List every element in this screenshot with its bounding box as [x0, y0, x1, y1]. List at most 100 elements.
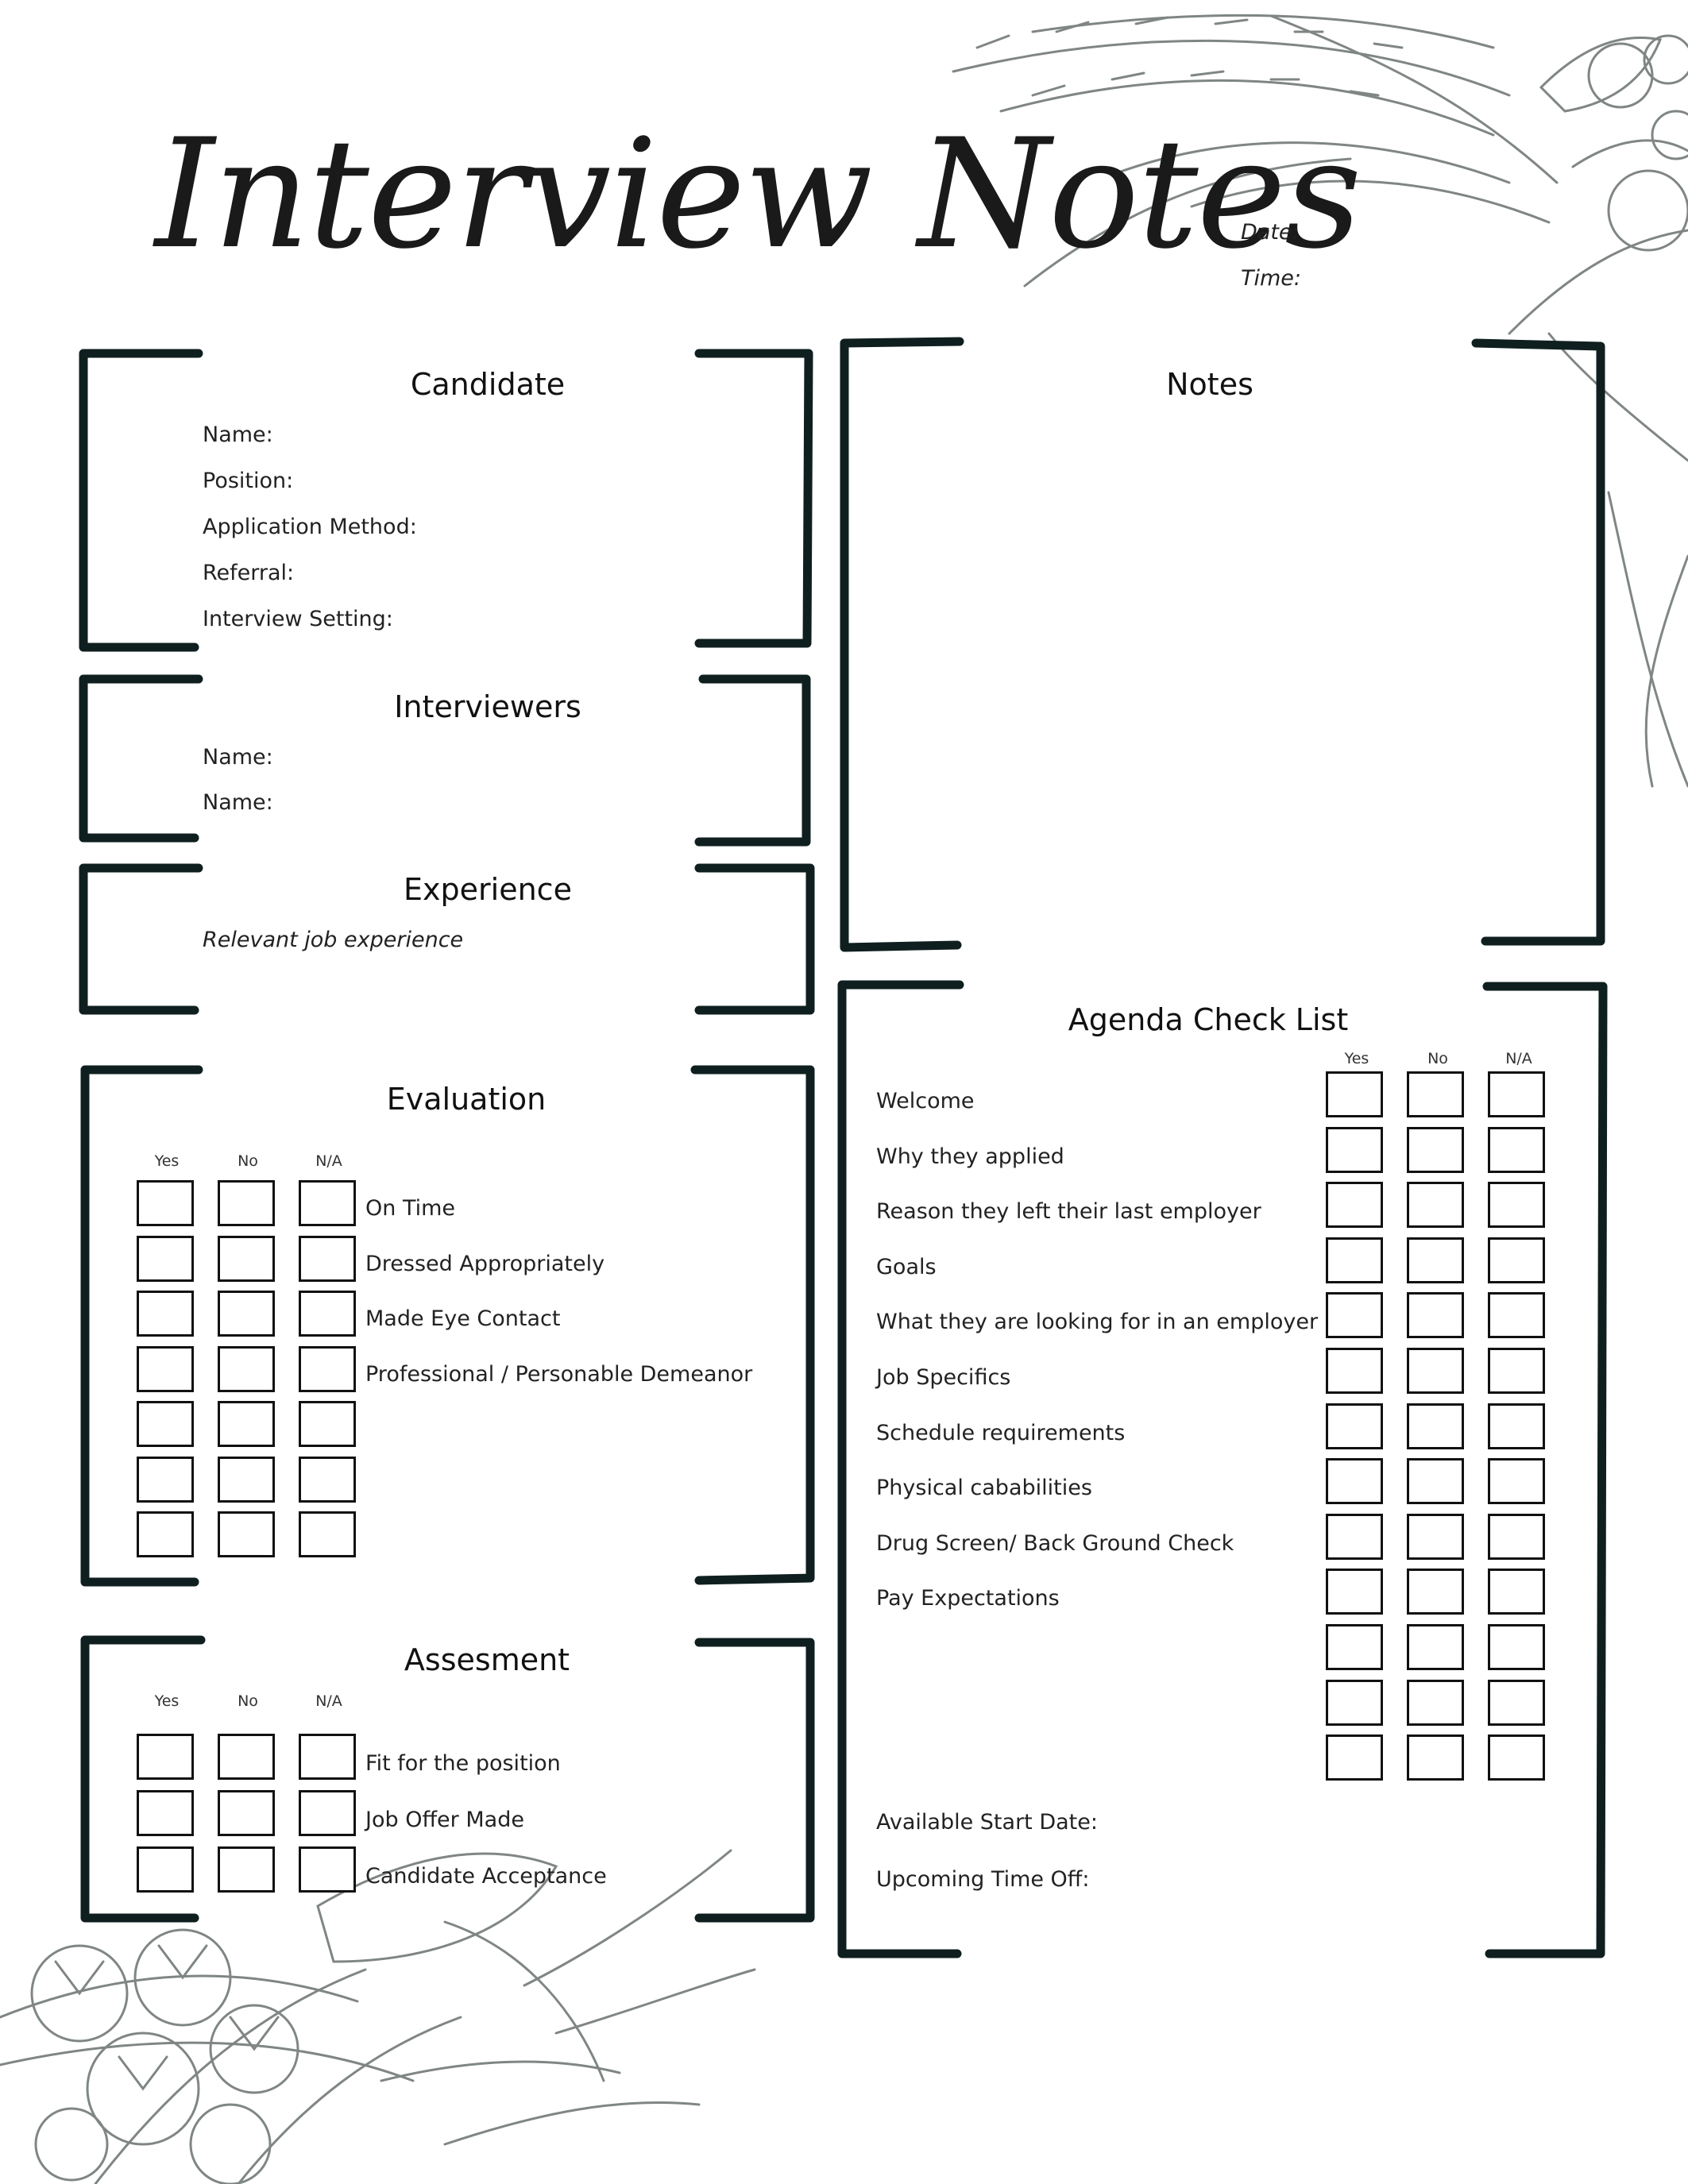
- evaluation-checkbox-na[interactable]: [299, 1180, 356, 1226]
- agenda-checkbox-no[interactable]: [1407, 1348, 1464, 1394]
- agenda-item-label: What they are looking for in an employer: [876, 1310, 1319, 1335]
- agenda-checkbox-na[interactable]: [1488, 1734, 1545, 1781]
- agenda-checkbox-yes[interactable]: [1326, 1348, 1383, 1394]
- evaluation-checkbox-no[interactable]: [218, 1511, 275, 1557]
- agenda-checkbox-yes[interactable]: [1326, 1624, 1383, 1670]
- agenda-col-yes: Yes: [1344, 1050, 1369, 1067]
- evaluation-item-label: Made Eye Contact: [365, 1306, 561, 1331]
- assesment-checkbox-no[interactable]: [218, 1846, 275, 1893]
- assesment-item-label: Job Offer Made: [365, 1808, 524, 1832]
- assesment-col-na: N/A: [315, 1692, 342, 1710]
- agenda-checkbox-yes[interactable]: [1326, 1237, 1383, 1283]
- agenda-item-label: Pay Expectations: [876, 1586, 1060, 1611]
- evaluation-checkbox-no[interactable]: [218, 1180, 275, 1226]
- agenda-checkbox-yes[interactable]: [1326, 1513, 1383, 1560]
- evaluation-checkbox-yes[interactable]: [137, 1345, 194, 1392]
- evaluation-checkbox-yes[interactable]: [137, 1291, 194, 1337]
- evaluation-checkbox-na[interactable]: [299, 1235, 356, 1282]
- agenda-item-label: Physical cababilities: [876, 1476, 1092, 1501]
- agenda-checkbox-na[interactable]: [1488, 1182, 1545, 1229]
- assesment-checkbox-no[interactable]: [218, 1734, 275, 1780]
- evaluation-checkbox-no[interactable]: [218, 1235, 275, 1282]
- agenda-checkbox-na[interactable]: [1488, 1071, 1545, 1117]
- agenda-checkbox-yes[interactable]: [1326, 1403, 1383, 1449]
- candidate-referral-label: Referral:: [203, 561, 295, 585]
- evaluation-title: Evaluation: [386, 1082, 547, 1117]
- assesment-checkbox-yes[interactable]: [137, 1790, 194, 1836]
- agenda-checkbox-no[interactable]: [1407, 1071, 1464, 1117]
- evaluation-checkbox-yes[interactable]: [137, 1456, 194, 1503]
- evaluation-checkbox-na[interactable]: [299, 1401, 356, 1447]
- evaluation-checkbox-yes[interactable]: [137, 1180, 194, 1226]
- agenda-title: Agenda Check List: [1068, 1002, 1349, 1037]
- agenda-checkbox-no[interactable]: [1407, 1182, 1464, 1229]
- agenda-checkbox-no[interactable]: [1407, 1292, 1464, 1339]
- evaluation-checkbox-no[interactable]: [218, 1345, 275, 1392]
- agenda-checkbox-yes[interactable]: [1326, 1182, 1383, 1229]
- evaluation-checkbox-no[interactable]: [218, 1401, 275, 1447]
- agenda-checkbox-yes[interactable]: [1326, 1734, 1383, 1781]
- agenda-col-na: N/A: [1505, 1050, 1532, 1067]
- assesment-checkbox-yes[interactable]: [137, 1846, 194, 1893]
- agenda-checkbox-yes[interactable]: [1326, 1569, 1383, 1615]
- evaluation-checkbox-na[interactable]: [299, 1456, 356, 1503]
- assesment-checkbox-na[interactable]: [299, 1790, 356, 1836]
- interviewers-bracket-left: [79, 674, 203, 843]
- assesment-checkbox-na[interactable]: [299, 1734, 356, 1780]
- agenda-checkbox-yes[interactable]: [1326, 1679, 1383, 1726]
- agenda-item-label: Reason they left their last employer: [876, 1199, 1261, 1225]
- agenda-checkbox-no[interactable]: [1407, 1569, 1464, 1615]
- candidate-application-method-label: Application Method:: [203, 515, 417, 539]
- agenda-checkbox-yes[interactable]: [1326, 1292, 1383, 1339]
- agenda-item-label: Job Specifics: [876, 1365, 1011, 1390]
- experience-subtitle: Relevant job experience: [203, 928, 464, 952]
- evaluation-checkbox-na[interactable]: [299, 1291, 356, 1337]
- agenda-checkbox-yes[interactable]: [1326, 1458, 1383, 1505]
- agenda-checkbox-no[interactable]: [1407, 1126, 1464, 1173]
- agenda-checkbox-no[interactable]: [1407, 1734, 1464, 1781]
- evaluation-item-label: Dressed Appropriately: [365, 1251, 605, 1276]
- assesment-col-yes: Yes: [154, 1692, 180, 1710]
- assesment-item-label: Fit for the position: [365, 1751, 561, 1776]
- candidate-position-label: Position:: [203, 469, 294, 493]
- evaluation-checkbox-na[interactable]: [299, 1345, 356, 1392]
- assesment-title: Assesment: [404, 1642, 570, 1677]
- evaluation-bracket-right: [690, 1065, 815, 1585]
- agenda-checkbox-na[interactable]: [1488, 1458, 1545, 1505]
- candidate-title: Candidate: [410, 367, 566, 402]
- evaluation-checkbox-yes[interactable]: [137, 1401, 194, 1447]
- agenda-checkbox-yes[interactable]: [1326, 1126, 1383, 1173]
- agenda-checkbox-no[interactable]: [1407, 1458, 1464, 1505]
- agenda-checkbox-na[interactable]: [1488, 1569, 1545, 1615]
- agenda-checkbox-no[interactable]: [1407, 1403, 1464, 1449]
- evaluation-checkbox-no[interactable]: [218, 1456, 275, 1503]
- agenda-checkbox-na[interactable]: [1488, 1624, 1545, 1670]
- evaluation-checkbox-no[interactable]: [218, 1291, 275, 1337]
- interviewer-name-label: Name:: [203, 745, 273, 770]
- evaluation-checkbox-yes[interactable]: [137, 1235, 194, 1282]
- agenda-checkbox-no[interactable]: [1407, 1513, 1464, 1560]
- assesment-checkbox-no[interactable]: [218, 1790, 275, 1836]
- assesment-checkbox-yes[interactable]: [137, 1734, 194, 1780]
- candidate-bracket-left: [79, 349, 203, 652]
- agenda-checkbox-no[interactable]: [1407, 1624, 1464, 1670]
- agenda-checkbox-na[interactable]: [1488, 1403, 1545, 1449]
- evaluation-checkbox-na[interactable]: [299, 1511, 356, 1557]
- assesment-checkbox-na[interactable]: [299, 1846, 356, 1893]
- agenda-checkbox-na[interactable]: [1488, 1679, 1545, 1726]
- agenda-checkbox-yes[interactable]: [1326, 1071, 1383, 1117]
- evaluation-checkbox-yes[interactable]: [137, 1511, 194, 1557]
- interviewers-title: Interviewers: [394, 689, 581, 724]
- agenda-checkbox-na[interactable]: [1488, 1292, 1545, 1339]
- experience-title: Experience: [404, 872, 572, 907]
- agenda-checkbox-na[interactable]: [1488, 1237, 1545, 1283]
- agenda-checkbox-no[interactable]: [1407, 1237, 1464, 1283]
- agenda-checkbox-na[interactable]: [1488, 1348, 1545, 1394]
- agenda-checkbox-no[interactable]: [1407, 1679, 1464, 1726]
- agenda-checkbox-na[interactable]: [1488, 1513, 1545, 1560]
- agenda-checkbox-na[interactable]: [1488, 1126, 1545, 1173]
- evaluation-col-no: No: [238, 1152, 258, 1170]
- time-label: Time:: [1241, 266, 1302, 291]
- notes-area[interactable]: [890, 429, 1565, 913]
- candidate-bracket-right: [694, 349, 813, 648]
